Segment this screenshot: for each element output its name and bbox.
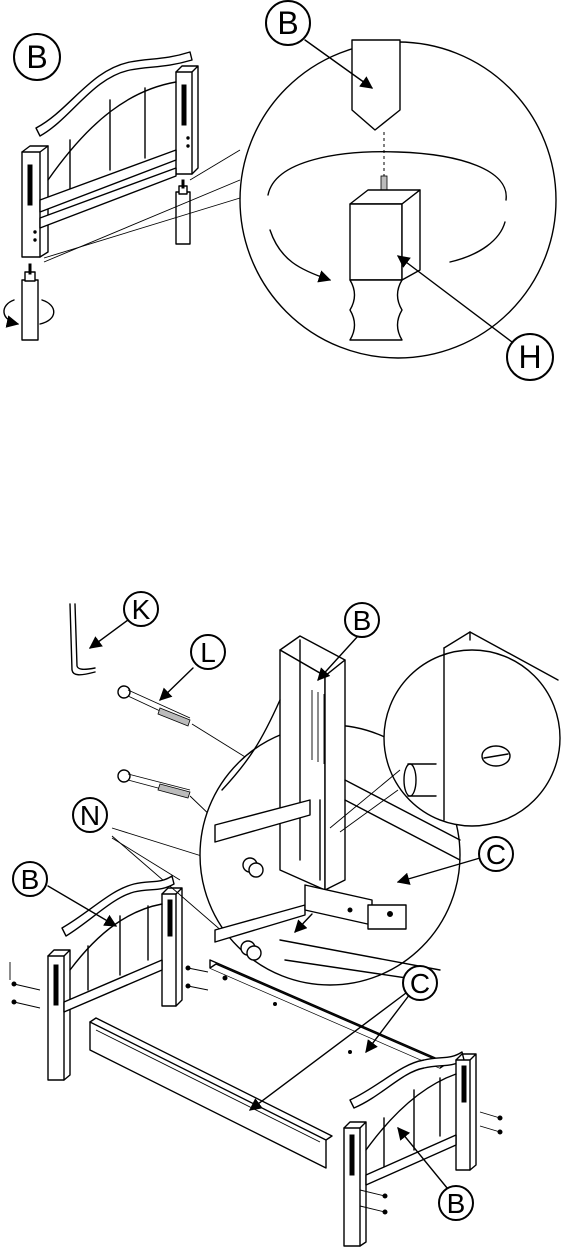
svg-text:B: B — [447, 1188, 466, 1219]
svg-text:C: C — [410, 968, 430, 999]
svg-text:B: B — [21, 864, 40, 895]
svg-text:B: B — [26, 39, 47, 75]
step1-headboard-figure — [4, 52, 240, 340]
svg-text:B: B — [277, 5, 298, 41]
svg-text:H: H — [518, 339, 541, 375]
svg-text:C: C — [486, 839, 506, 870]
callout-b-mid: B — [345, 603, 379, 637]
callout-c-mid: C — [479, 837, 513, 871]
svg-text:B: B — [353, 605, 372, 636]
step1-detail-view — [240, 40, 556, 358]
callout-h: H — [507, 334, 553, 380]
svg-text:N: N — [80, 800, 100, 831]
callout-b-lower-left: B — [13, 862, 47, 896]
svg-text:K: K — [132, 594, 151, 625]
callout-k: K — [124, 592, 158, 626]
callout-b-lower-right: B — [439, 1186, 473, 1220]
callout-b-top-detail: B — [266, 1, 310, 45]
callout-b-top-left: B — [14, 34, 60, 80]
callout-c-lower: C — [403, 966, 437, 1000]
svg-text:L: L — [200, 637, 216, 668]
callout-l: L — [191, 635, 225, 669]
callout-n: N — [73, 798, 107, 832]
